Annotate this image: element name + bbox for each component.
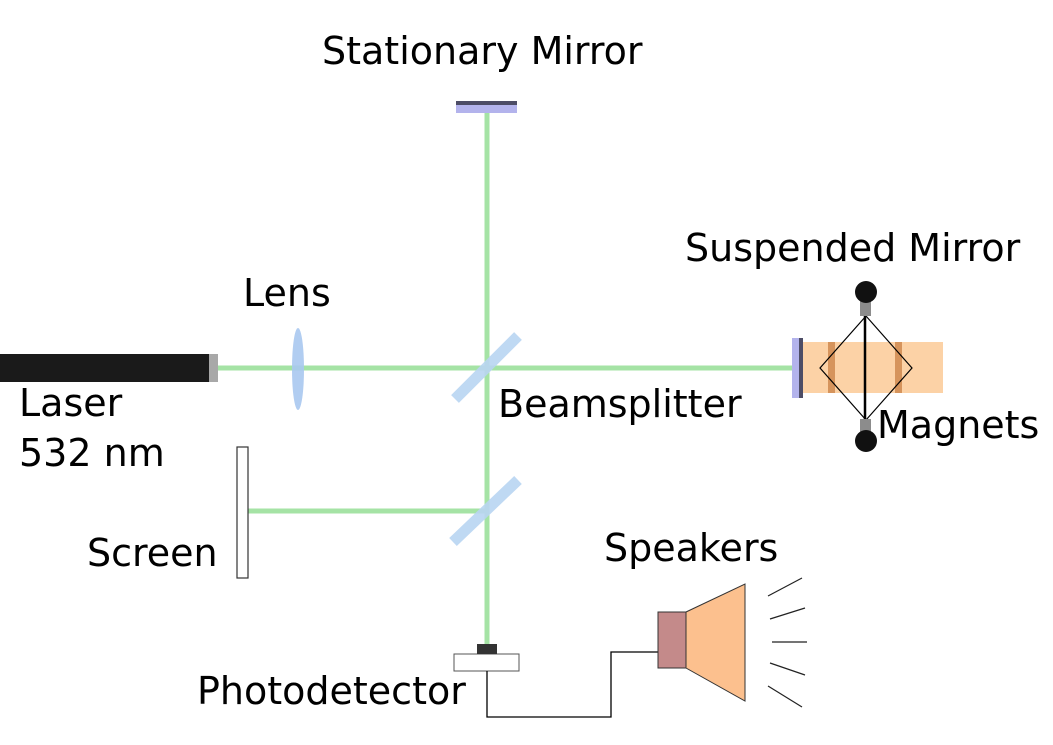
laser-beams (218, 112, 797, 648)
laser (0, 354, 218, 382)
sound-waves-icon (767, 577, 807, 708)
upper-mount-knob (855, 281, 877, 303)
photodetector-sensor (477, 644, 497, 654)
stationary-mirror (456, 101, 517, 113)
laser-aperture (209, 354, 218, 382)
beamsplitter-lower (449, 476, 522, 546)
speaker-cone (685, 583, 746, 702)
stationary-mirror-edge (456, 101, 517, 105)
lower-mount-knob (855, 430, 877, 452)
signal-wire (486, 651, 658, 718)
speaker-magnet (657, 611, 687, 669)
speaker (657, 577, 807, 708)
stationary-mirror-face (456, 102, 517, 113)
lens (292, 328, 304, 410)
suspended-mirror-assembly (792, 281, 943, 452)
screen (236, 446, 249, 579)
magnet-band-right (895, 342, 902, 393)
label-laser: Laser (19, 381, 123, 425)
label-laser-wavelength: 532 nm (19, 431, 165, 475)
laser-body (0, 354, 210, 382)
suspension-wires (819, 292, 913, 442)
lower-clamp (860, 419, 871, 433)
label-photodetector: Photodetector (197, 669, 466, 713)
magnet-band-left (828, 342, 835, 393)
label-beamsplitter: Beamsplitter (498, 382, 742, 426)
label-suspended-mirror: Suspended Mirror (685, 226, 1021, 270)
beamsplitter-main (451, 332, 522, 403)
photodetector (453, 644, 520, 672)
label-speakers: Speakers (604, 526, 778, 570)
suspended-mirror-face (792, 338, 801, 398)
label-screen: Screen (87, 531, 218, 575)
label-magnets: Magnets (877, 403, 1039, 447)
label-lens: Lens (243, 271, 331, 315)
label-stationary-mirror: Stationary Mirror (322, 29, 643, 73)
magnet-housing (803, 342, 943, 393)
upper-clamp (860, 300, 871, 316)
suspended-mirror-edge (799, 338, 803, 398)
